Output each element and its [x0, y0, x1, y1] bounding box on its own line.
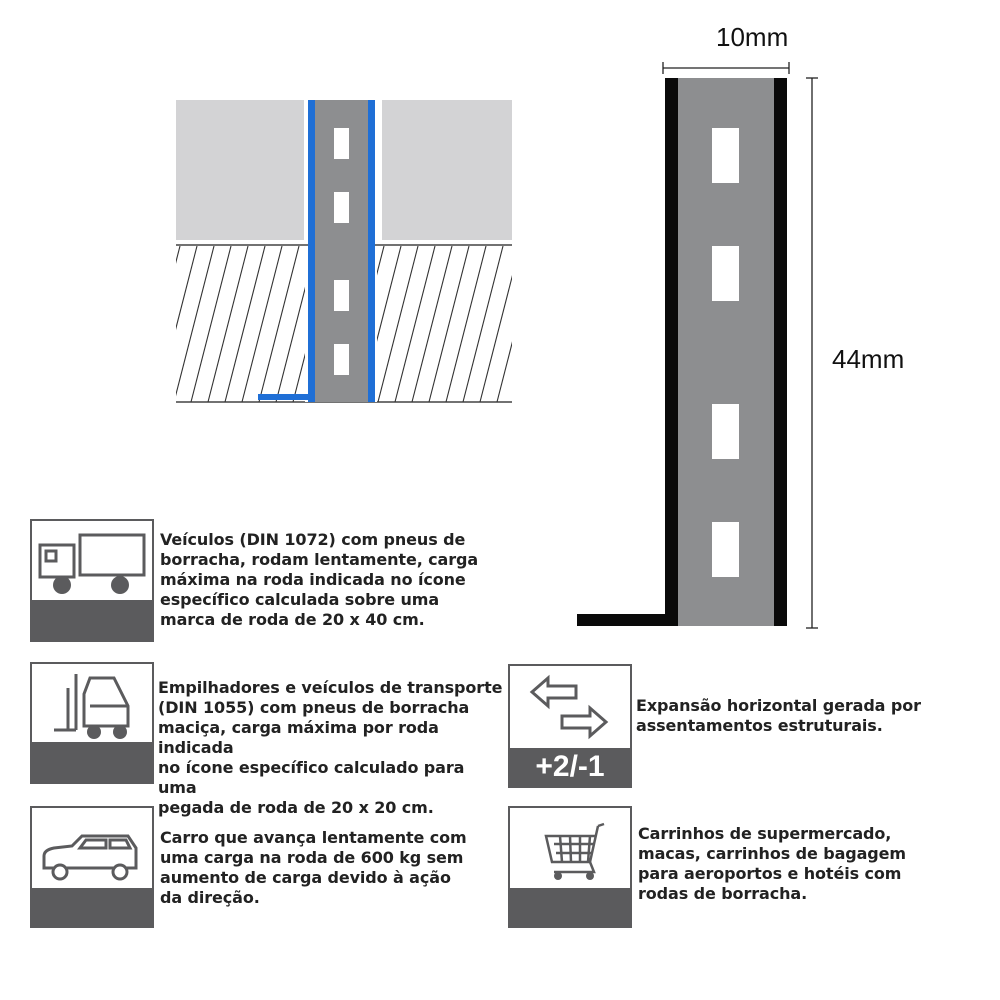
profile-slot: [334, 192, 349, 223]
tile-right: [382, 100, 512, 240]
hatch-line: [190, 246, 232, 402]
profile-slot: [334, 280, 349, 311]
hatch-line: [176, 246, 215, 397]
cart-feature-icon: [508, 806, 632, 928]
hatch-line: [411, 246, 453, 402]
forklift-icon: [54, 674, 130, 739]
car-icon: [42, 834, 138, 881]
expansion-feature-icon: +2/-1: [508, 664, 632, 788]
hatch-line: [531, 246, 571, 402]
large-profile-slot: [712, 128, 739, 183]
hatch-line: [176, 246, 181, 264]
profile-wall-left: [308, 100, 315, 402]
profile-slot: [334, 344, 349, 375]
hatch-line: [207, 246, 249, 402]
hatch-line: [445, 246, 487, 402]
hatch-line: [514, 246, 554, 402]
hatch-line: [462, 246, 504, 402]
large-profile-slot: [712, 404, 739, 459]
cart-feature-description: Carrinhos de supermercado, macas, carrin…: [638, 824, 906, 903]
tile-left: [176, 100, 304, 240]
profile-slot: [334, 128, 349, 159]
forklift-load-class-icon: [30, 662, 154, 784]
forklift-load-class-description: Empilhadores e veículos de transporte (D…: [158, 678, 503, 817]
large-profile-foot: [577, 614, 677, 626]
expansion-arrows-icon: [529, 674, 609, 740]
hatch-line: [224, 246, 266, 402]
car-load-class-description: Carro que avança lentamente com uma carg…: [160, 828, 467, 907]
shopping-cart-icon: [544, 822, 605, 880]
expansion-value-band: +2/-1: [510, 748, 630, 786]
width-dimension-label: 10mm: [716, 22, 789, 52]
hatch-line: [176, 246, 198, 331]
large-profile-slot: [712, 522, 739, 577]
large-profile-slot: [712, 246, 739, 301]
hatch-line: [479, 274, 512, 402]
truck-load-class-description: Veículos (DIN 1072) com pneus de borrach…: [160, 530, 479, 629]
height-dimension-label: 44mm: [832, 344, 905, 374]
hatch-line: [241, 246, 283, 402]
car-load-class-icon: [30, 806, 154, 928]
hatch-line: [258, 246, 300, 402]
large-profile-wall-right: [774, 78, 787, 626]
truck-load-class-icon: [30, 519, 154, 642]
expansion-feature-description: Expansão horizontal gerada por assentame…: [636, 696, 921, 735]
profile-wall-right: [368, 100, 375, 402]
hatch-line: [394, 246, 436, 402]
hatch-line: [548, 246, 588, 402]
large-profile-wall-left: [665, 78, 678, 626]
hatch-line: [428, 246, 470, 402]
hatch-line: [496, 341, 512, 402]
truck-icon: [38, 533, 146, 594]
profile-anchor-foot: [258, 394, 314, 400]
hatch-line: [377, 246, 419, 402]
